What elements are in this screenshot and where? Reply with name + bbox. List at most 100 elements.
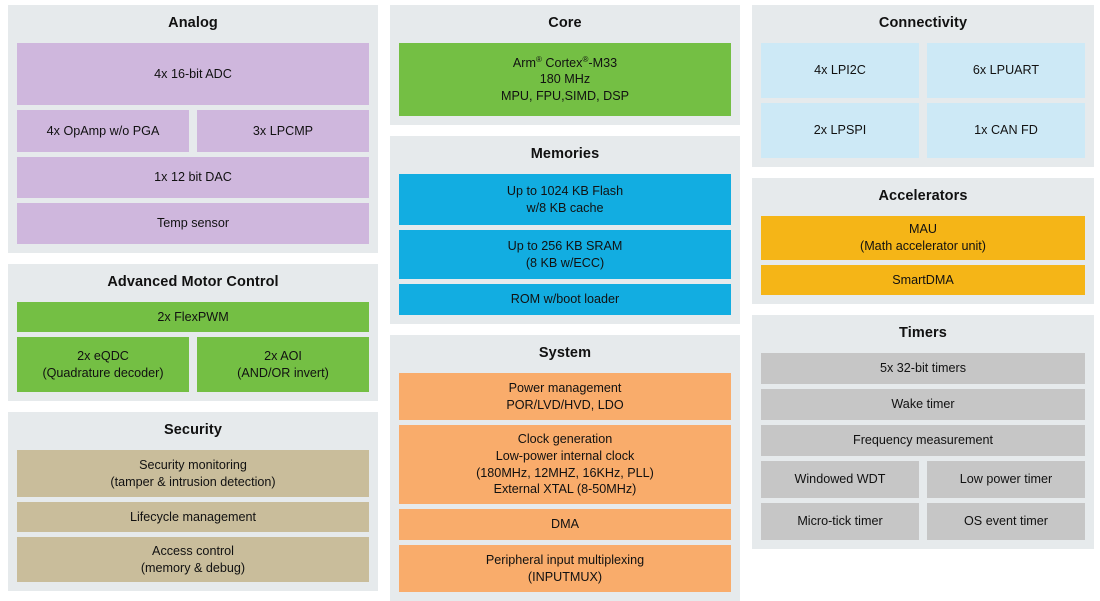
block-temp-sensor[interactable]: Temp sensor [17, 203, 369, 245]
panel-title-system: System [538, 345, 592, 362]
block-adc-label: 4x 16-bit ADC [154, 66, 232, 81]
block-inputmux-line2: (INPUTMUX) [527, 569, 603, 584]
panel-advanced-motor-control: Advanced Motor Control 2x FlexPWM 2x eQD… [8, 264, 378, 402]
block-flash-line2: w/8 KB cache [526, 200, 604, 215]
block-aoi[interactable]: 2x AOI (AND/OR invert) [197, 337, 369, 393]
analog-row-opamp-lpcmp: 4x OpAmp w/o PGA 3x LPCMP [17, 110, 369, 153]
block-clock-generation[interactable]: Clock generation Low-power internal cloc… [399, 425, 731, 505]
block-access-control[interactable]: Access control (memory & debug) [17, 537, 369, 583]
block-dma-label: DMA [551, 517, 579, 532]
block-cpu-core-line3: MPU, FPU,SIMD, DSP [500, 88, 630, 103]
block-security-monitoring-line2: (tamper & intrusion detection) [110, 474, 276, 489]
middle-column: Core Arm® Cortex®-M33 180 MHz MPU, FPU,S… [390, 5, 740, 601]
block-rom[interactable]: ROM w/boot loader [399, 284, 731, 316]
block-dma[interactable]: DMA [399, 509, 731, 541]
block-clock-generation-line2: Low-power internal clock [495, 448, 635, 463]
panel-accelerators: Accelerators MAU (Math accelerator unit)… [752, 178, 1094, 305]
panel-title-security: Security [163, 422, 223, 439]
block-power-management-line2: POR/LVD/HVD, LDO [506, 397, 624, 412]
block-low-power-timer[interactable]: Low power timer [927, 461, 1085, 499]
block-micro-tick-timer[interactable]: Micro-tick timer [761, 503, 919, 541]
block-lpcmp[interactable]: 3x LPCMP [197, 110, 369, 153]
block-frequency-measurement[interactable]: Frequency measurement [761, 425, 1085, 457]
block-micro-tick-timer-label: Micro-tick timer [797, 514, 883, 529]
block-lpspi-label: 2x LPSPI [813, 123, 867, 138]
block-opamp-label: 4x OpAmp w/o PGA [46, 123, 160, 138]
block-lpuart[interactable]: 6x LPUART [927, 43, 1085, 99]
right-column: Connectivity 4x LPI2C 6x LPUART 2x LPSPI… [752, 5, 1094, 597]
block-lpi2c-label: 4x LPI2C [814, 63, 866, 78]
block-windowed-wdt[interactable]: Windowed WDT [761, 461, 919, 499]
registered-trademark-icon: ® [535, 54, 542, 64]
block-mau[interactable]: MAU (Math accelerator unit) [761, 216, 1085, 261]
block-smartdma-label: SmartDMA [892, 272, 954, 287]
block-low-power-timer-label: Low power timer [959, 472, 1053, 487]
motor-row-eqdc-aoi: 2x eQDC (Quadrature decoder) 2x AOI (AND… [17, 337, 369, 393]
block-sram-line1: Up to 256 KB SRAM [507, 238, 623, 253]
block-cpu-core-line1: Arm® Cortex®-M33 [512, 54, 618, 70]
block-adc[interactable]: 4x 16-bit ADC [17, 43, 369, 106]
block-lpuart-label: 6x LPUART [972, 63, 1040, 78]
block-sram-line2: (8 KB w/ECC) [525, 255, 605, 270]
block-flash-line1: Up to 1024 KB Flash [506, 183, 624, 198]
block-lpcmp-label: 3x LPCMP [252, 123, 314, 138]
panel-title-motor-control: Advanced Motor Control [107, 274, 279, 291]
block-power-management[interactable]: Power management POR/LVD/HVD, LDO [399, 373, 731, 421]
block-eqdc-line1: 2x eQDC [77, 348, 129, 363]
block-clock-generation-line3: (180MHz, 12MHZ, 16KHz, PLL) [476, 465, 654, 480]
block-temp-sensor-label: Temp sensor [156, 216, 230, 231]
block-rom-label: ROM w/boot loader [510, 292, 620, 307]
block-power-management-line1: Power management [508, 380, 622, 395]
block-windowed-wdt-label: Windowed WDT [794, 472, 886, 487]
block-dac-label: 1x 12 bit DAC [154, 170, 232, 185]
block-lpspi[interactable]: 2x LPSPI [761, 103, 919, 159]
left-column: Analog 4x 16-bit ADC 4x OpAmp w/o PGA 3x… [8, 5, 378, 597]
block-smartdma[interactable]: SmartDMA [761, 265, 1085, 296]
block-cpu-core-line2: 180 MHz [539, 72, 591, 87]
block-cpu-core[interactable]: Arm® Cortex®-M33 180 MHz MPU, FPU,SIMD, … [399, 43, 731, 117]
block-flexpwm-label: 2x FlexPWM [157, 309, 229, 324]
block-lifecycle-management[interactable]: Lifecycle management [17, 502, 369, 533]
block-lifecycle-management-label: Lifecycle management [129, 509, 256, 524]
panel-title-core: Core [548, 15, 582, 31]
block-opamp[interactable]: 4x OpAmp w/o PGA [17, 110, 189, 153]
block-security-monitoring[interactable]: Security monitoring (tamper & intrusion … [17, 450, 369, 498]
panel-memories: Memories Up to 1024 KB Flash w/8 KB cach… [390, 136, 740, 325]
block-can-fd-label: 1x CAN FD [974, 123, 1038, 138]
block-wake-timer-label: Wake timer [891, 397, 955, 412]
block-os-event-timer[interactable]: OS event timer [927, 503, 1085, 541]
block-os-event-timer-label: OS event timer [964, 514, 1048, 529]
panel-title-accelerators: Accelerators [878, 188, 968, 205]
block-inputmux-line1: Peripheral input multiplexing [485, 552, 645, 567]
timers-row-1: Windowed WDT Low power timer [761, 461, 1085, 499]
block-dac[interactable]: 1x 12 bit DAC [17, 157, 369, 199]
panel-analog: Analog 4x 16-bit ADC 4x OpAmp w/o PGA 3x… [8, 5, 378, 254]
block-wake-timer[interactable]: Wake timer [761, 389, 1085, 421]
block-access-control-line2: (memory & debug) [140, 560, 246, 575]
panel-title-memories: Memories [530, 146, 600, 163]
panel-title-timers: Timers [899, 325, 947, 342]
panel-security: Security Security monitoring (tamper & i… [8, 412, 378, 592]
block-frequency-measurement-label: Frequency measurement [853, 433, 993, 448]
block-inputmux[interactable]: Peripheral input multiplexing (INPUTMUX) [399, 545, 731, 593]
block-clock-generation-line4: External XTAL (8-50MHz) [493, 482, 637, 497]
panel-title-connectivity: Connectivity [878, 15, 968, 31]
timers-row-2: Micro-tick timer OS event timer [761, 503, 1085, 541]
connectivity-row-1: 4x LPI2C 6x LPUART [761, 43, 1085, 99]
panel-connectivity: Connectivity 4x LPI2C 6x LPUART 2x LPSPI… [752, 5, 1094, 168]
block-security-monitoring-line1: Security monitoring [139, 457, 247, 472]
panel-system: System Power management POR/LVD/HVD, LDO… [390, 335, 740, 601]
block-lpi2c[interactable]: 4x LPI2C [761, 43, 919, 99]
block-32bit-timers-label: 5x 32-bit timers [879, 361, 967, 376]
panel-timers: Timers 5x 32-bit timers Wake timer Frequ… [752, 315, 1094, 550]
block-flash[interactable]: Up to 1024 KB Flash w/8 KB cache [399, 174, 731, 226]
block-sram[interactable]: Up to 256 KB SRAM (8 KB w/ECC) [399, 230, 731, 280]
block-flexpwm[interactable]: 2x FlexPWM [17, 302, 369, 333]
block-mau-line1: MAU [909, 222, 937, 237]
block-eqdc[interactable]: 2x eQDC (Quadrature decoder) [17, 337, 189, 393]
block-eqdc-line2: (Quadrature decoder) [42, 365, 164, 380]
connectivity-row-2: 2x LPSPI 1x CAN FD [761, 103, 1085, 159]
block-32bit-timers[interactable]: 5x 32-bit timers [761, 353, 1085, 385]
block-can-fd[interactable]: 1x CAN FD [927, 103, 1085, 159]
